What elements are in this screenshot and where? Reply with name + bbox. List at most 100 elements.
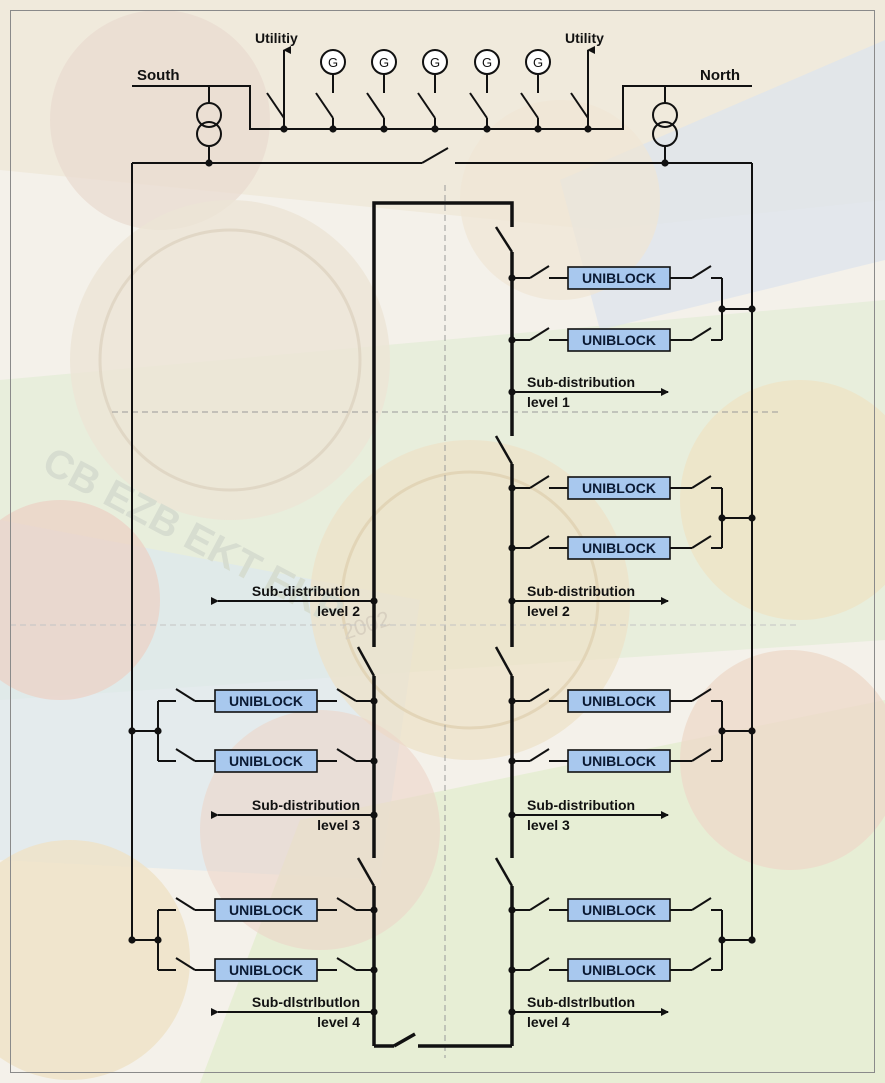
svg-text:G: G <box>430 55 440 70</box>
subdist-label-left-4: Sub-dlstrlbutlon level 4 <box>211 994 374 1030</box>
junction-dot <box>748 514 756 522</box>
uniblock-label: UNIBLOCK <box>582 902 656 918</box>
junction-dot <box>370 811 378 819</box>
junction-dot <box>508 388 516 396</box>
transformer-north <box>652 102 678 147</box>
uniblock-unit: UNIBLOCK <box>158 688 378 713</box>
north-label: North <box>700 67 740 84</box>
bus-switch <box>417 92 439 133</box>
uniblock-pair-left: UNIBLOCK UNIBLOCK <box>128 688 378 773</box>
generator-icon: G <box>371 49 397 93</box>
uniblock-pair-left: UNIBLOCK UNIBLOCK <box>128 897 378 982</box>
junction-dot <box>748 305 756 313</box>
svg-text:level 3: level 3 <box>317 817 360 833</box>
subdist-label-right-4: Sub-dlstrlbutlon level 4 <box>512 994 669 1030</box>
uniblock-unit: UNIBLOCK <box>508 327 722 352</box>
bus-switch <box>366 92 388 133</box>
svg-text:Sub-distribution: Sub-distribution <box>252 583 360 599</box>
uniblock-unit: UNIBLOCK <box>508 897 722 922</box>
uniblock-label: UNIBLOCK <box>582 540 656 556</box>
uniblock-unit: UNIBLOCK <box>508 957 722 982</box>
riser-breaker <box>494 646 514 677</box>
bus-switch <box>266 92 288 133</box>
junction-dot <box>128 727 136 735</box>
svg-text:Sub-distribution: Sub-distribution <box>252 797 360 813</box>
utility-left-label: Utilitiy <box>255 30 298 46</box>
svg-text:Sub-distribution: Sub-distribution <box>527 583 635 599</box>
junction-dot <box>154 936 162 944</box>
svg-text:level 4: level 4 <box>317 1014 360 1030</box>
generator-icon: G <box>320 49 346 93</box>
utility-right-label: Utility <box>565 30 604 46</box>
subdist-label-left-2: Sub-distribution level 2 <box>211 583 374 619</box>
bus-switch <box>570 92 592 133</box>
svg-text:G: G <box>379 55 389 70</box>
junction-dot <box>431 125 439 133</box>
frame-border <box>10 10 875 1073</box>
uniblock-pair-right: UNIBLOCK UNIBLOCK <box>508 688 756 773</box>
riser-breaker <box>356 857 376 887</box>
uniblock-unit: UNIBLOCK <box>508 475 722 500</box>
svg-text:level 2: level 2 <box>527 603 570 619</box>
bus-switch <box>315 92 337 133</box>
junction-dot <box>508 811 516 819</box>
svg-text:level 3: level 3 <box>527 817 570 833</box>
uniblock-label: UNIBLOCK <box>229 962 303 978</box>
uniblock-pair-right: UNIBLOCK UNIBLOCK <box>508 265 756 352</box>
junction-dot <box>280 125 288 133</box>
uniblock-unit: UNIBLOCK <box>508 535 722 560</box>
generator-icon: G <box>422 49 448 93</box>
uniblock-pair-right: UNIBLOCK UNIBLOCK <box>508 897 756 982</box>
svg-text:G: G <box>482 55 492 70</box>
subdist-label-right-3: Sub-distribution level 3 <box>512 797 669 833</box>
junction-dot <box>508 1008 516 1016</box>
junction-dot <box>370 1008 378 1016</box>
junction-dot <box>508 597 516 605</box>
junction-dot <box>718 305 726 313</box>
uniblock-unit: UNIBLOCK <box>508 748 722 773</box>
junction-dot <box>534 125 542 133</box>
south-label: South <box>137 67 180 84</box>
uniblock-label: UNIBLOCK <box>582 693 656 709</box>
bus-switch <box>520 92 542 133</box>
uniblock-label: UNIBLOCK <box>229 753 303 769</box>
junction-dot <box>748 727 756 735</box>
junction-dot <box>718 514 726 522</box>
generator-icon: G <box>525 49 551 93</box>
uniblock-unit: UNIBLOCK <box>508 265 722 290</box>
uniblock-unit: UNIBLOCK <box>508 688 722 713</box>
uniblock-label: UNIBLOCK <box>582 270 656 286</box>
subdist-label-left-3: Sub-distribution level 3 <box>211 797 374 833</box>
riser-breaker <box>494 857 514 887</box>
svg-text:Sub-distribution: Sub-distribution <box>527 797 635 813</box>
junction-dot <box>483 125 491 133</box>
junction-dot <box>205 159 213 167</box>
junction-dot <box>661 159 669 167</box>
junction-dot <box>370 597 378 605</box>
generator-icon: G <box>474 49 500 93</box>
bus-switch <box>469 92 491 133</box>
junction-dot <box>128 936 136 944</box>
junction-dot <box>718 727 726 735</box>
riser-breaker <box>356 646 376 677</box>
uniblock-unit: UNIBLOCK <box>158 748 378 773</box>
svg-text:Sub-dlstrlbutlon: Sub-dlstrlbutlon <box>527 994 635 1010</box>
uniblock-unit: UNIBLOCK <box>158 897 378 922</box>
junction-dot <box>329 125 337 133</box>
svg-text:level 4: level 4 <box>527 1014 570 1030</box>
svg-text:Sub-dlstrlbutlon: Sub-dlstrlbutlon <box>252 994 360 1010</box>
junction-dot <box>380 125 388 133</box>
subdist-label-right-2: Sub-distribution level 2 <box>512 583 669 619</box>
svg-text:level 2: level 2 <box>317 603 360 619</box>
svg-text:G: G <box>328 55 338 70</box>
svg-text:level 1: level 1 <box>527 394 570 410</box>
uniblock-pair-right: UNIBLOCK UNIBLOCK <box>508 475 756 560</box>
uniblock-label: UNIBLOCK <box>582 753 656 769</box>
uniblock-label: UNIBLOCK <box>229 902 303 918</box>
junction-dot <box>584 125 592 133</box>
uniblock-label: UNIBLOCK <box>582 962 656 978</box>
uniblock-unit: UNIBLOCK <box>158 957 378 982</box>
